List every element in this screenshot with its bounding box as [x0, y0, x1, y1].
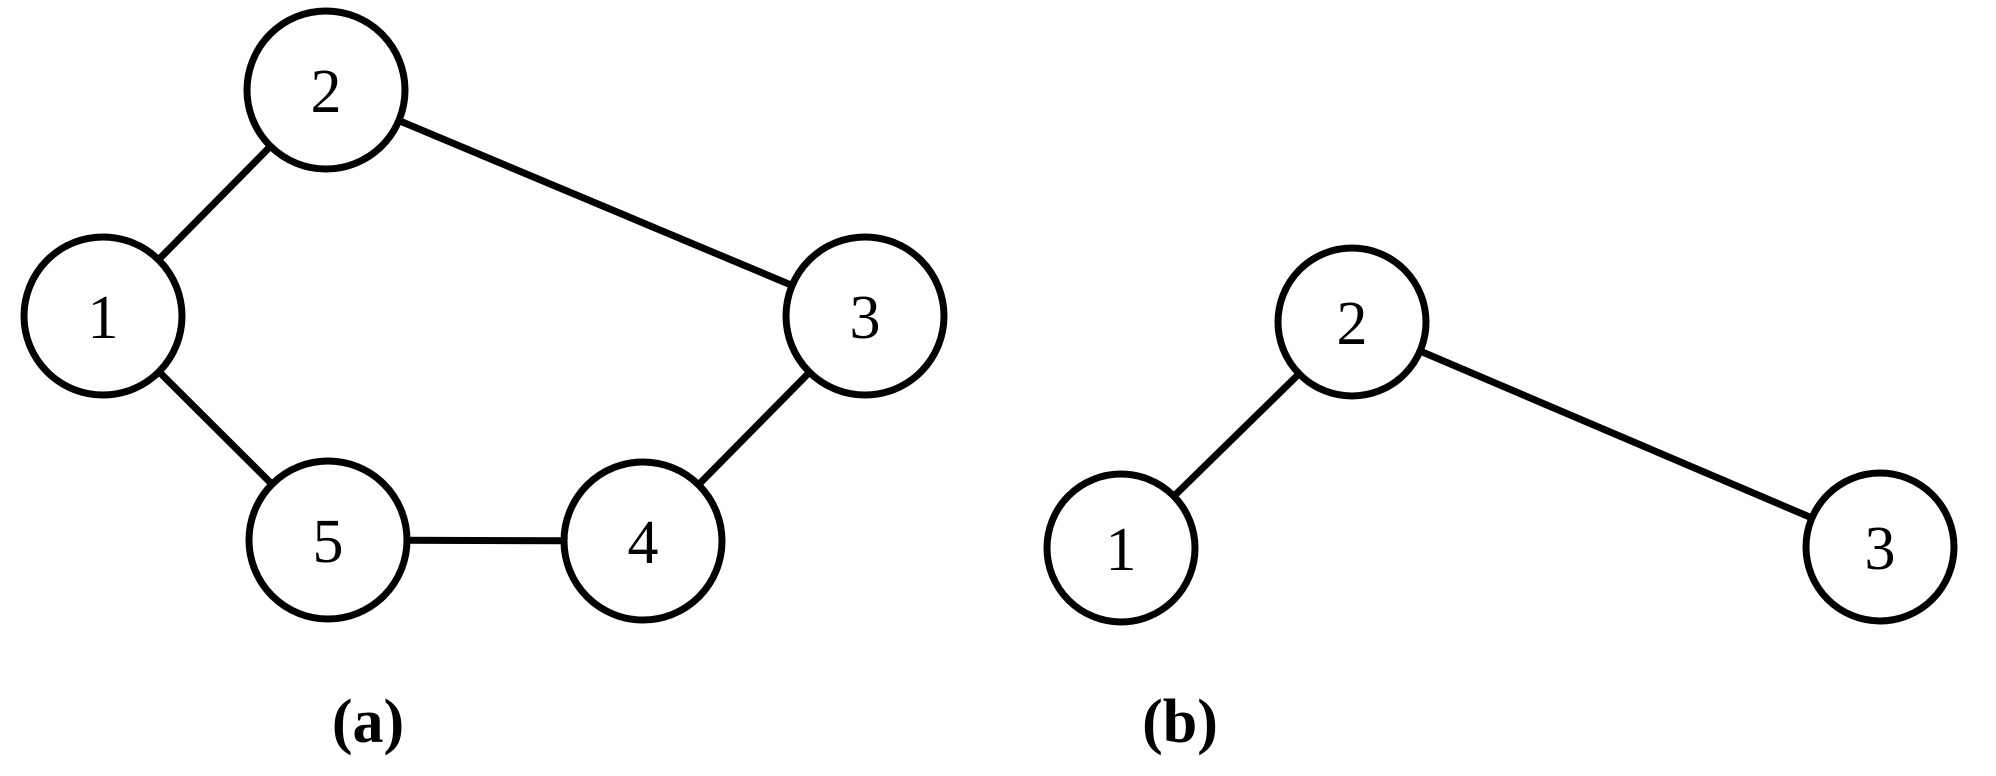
node-circle	[560, 458, 726, 624]
graph-edge-2-3	[1416, 347, 1816, 522]
graph-node-panel-b-3[interactable]: 3	[1802, 469, 1958, 625]
graph-node-panel-a-5[interactable]: 5	[245, 457, 411, 623]
node-label: 1	[88, 284, 119, 352]
node-label: 2	[311, 58, 342, 126]
node-label: 3	[1865, 515, 1896, 583]
graph-node-panel-a-4[interactable]: 4	[560, 458, 726, 624]
node-label: 5	[313, 508, 344, 576]
graph-node-panel-a-2[interactable]: 2	[243, 7, 409, 173]
graph-node-panel-b-1[interactable]: 1	[1043, 470, 1199, 626]
graph-edge-1-2	[154, 142, 275, 264]
node-circle	[245, 457, 411, 623]
edges-layer	[154, 116, 1816, 545]
node-circle	[1802, 469, 1958, 625]
graph-edge-3-4	[694, 368, 814, 489]
graph-edge-2-3	[395, 116, 796, 290]
graph-edge-1-2	[1170, 369, 1303, 501]
nodes-layer: 1 2 3 4 5 1 2 3	[20, 7, 1958, 626]
node-label: 1	[1106, 516, 1137, 584]
graph-node-panel-b-2[interactable]: 2	[1274, 244, 1430, 400]
node-label: 2	[1337, 290, 1368, 358]
graph-node-panel-a-1[interactable]: 1	[20, 233, 186, 399]
panel-caption-panel-a: (a)	[332, 688, 404, 756]
node-circle	[782, 233, 948, 399]
node-circle	[1043, 470, 1199, 626]
panel-caption-panel-b: (b)	[1142, 688, 1218, 756]
node-label: 3	[850, 284, 881, 352]
graph-node-panel-a-3[interactable]: 3	[782, 233, 948, 399]
captions-layer: (a) (b)	[332, 688, 1218, 756]
graph-edge-4-5	[404, 536, 567, 545]
node-circle	[1274, 244, 1430, 400]
node-circle	[20, 233, 186, 399]
node-circle	[243, 7, 409, 173]
node-label: 4	[628, 509, 659, 577]
graph-edge-5-1	[155, 367, 276, 489]
